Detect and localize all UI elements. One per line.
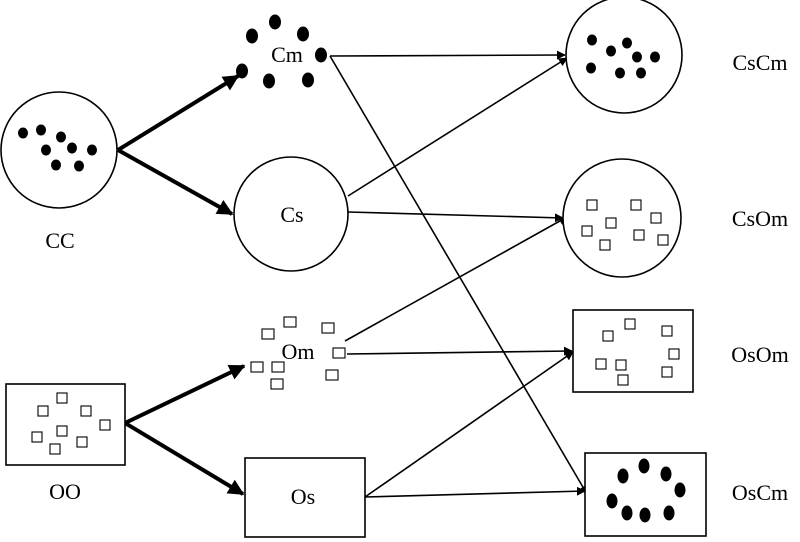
node-cscm: CsCm [565,0,788,114]
csom-label: CsOm [732,206,788,231]
edge-cm-oscm [329,55,588,495]
node-cc: CC [0,91,118,253]
oo-squares [31,392,111,455]
oo-label: OO [49,479,81,504]
node-csom: CsOm [562,158,788,278]
edge-cc-cm [116,74,240,152]
edges-group [116,50,588,498]
edge-cs-csom [347,211,564,223]
cscm-dots [586,34,660,79]
cc-label: CC [45,228,74,253]
node-oo: OO [5,383,126,504]
edge-cm-cscm [329,50,566,60]
os-container [244,457,366,538]
cscm-label: CsCm [732,50,787,75]
oscm-label: OsCm [732,480,788,505]
csom-container [562,158,682,278]
cs-label: Cs [280,202,303,227]
node-oscm: OsCm [584,452,788,537]
node-om: Om [250,316,346,390]
node-osom: OsOm [572,309,789,393]
cs-container [233,156,349,272]
oscm-dots [606,458,686,523]
cc-container [0,91,118,209]
edge-os-oscm [364,486,586,498]
osom-label: OsOm [731,342,788,367]
cm-label: Cm [271,42,303,67]
om-label: Om [282,339,315,364]
os-label: Os [291,484,315,509]
node-cm: Cm [236,14,327,89]
cm-dots [236,14,327,89]
edge-om-osom [346,346,573,356]
edge-cc-cs [117,148,234,216]
cscm-container [565,0,683,114]
osom-squares [595,318,680,386]
edge-cs-cscm [347,57,568,197]
edge-oo-om [124,364,246,425]
edge-os-osom [364,351,574,498]
node-os: Os [244,457,366,538]
edge-om-csom [344,216,568,342]
node-cs: Cs [233,156,349,272]
om-squares [250,316,346,390]
edge-oo-os [123,421,245,496]
cc-dots [18,124,97,172]
csom-squares [581,199,669,251]
